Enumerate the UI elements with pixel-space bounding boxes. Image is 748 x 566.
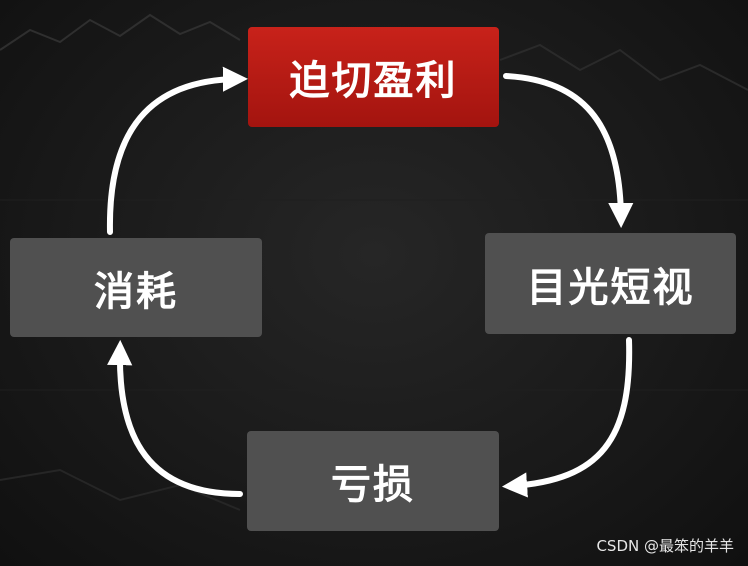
background-line-3	[0, 468, 241, 511]
background-line-2	[499, 43, 748, 91]
arrow-bottom-to-left	[107, 339, 243, 497]
node-short-sighted: 目光短视	[485, 233, 736, 334]
node-urgent-profit: 迫切盈利	[248, 27, 499, 127]
node-loss: 亏损	[247, 431, 499, 531]
arrow-right-to-bottom	[501, 337, 633, 498]
arrow-left-to-top	[106, 66, 249, 235]
watermark-text: CSDN @最笨的羊羊	[596, 537, 734, 555]
node-consumption: 消耗	[10, 238, 262, 337]
arrow-top-to-right	[503, 73, 634, 229]
background-line-1	[0, 13, 241, 51]
